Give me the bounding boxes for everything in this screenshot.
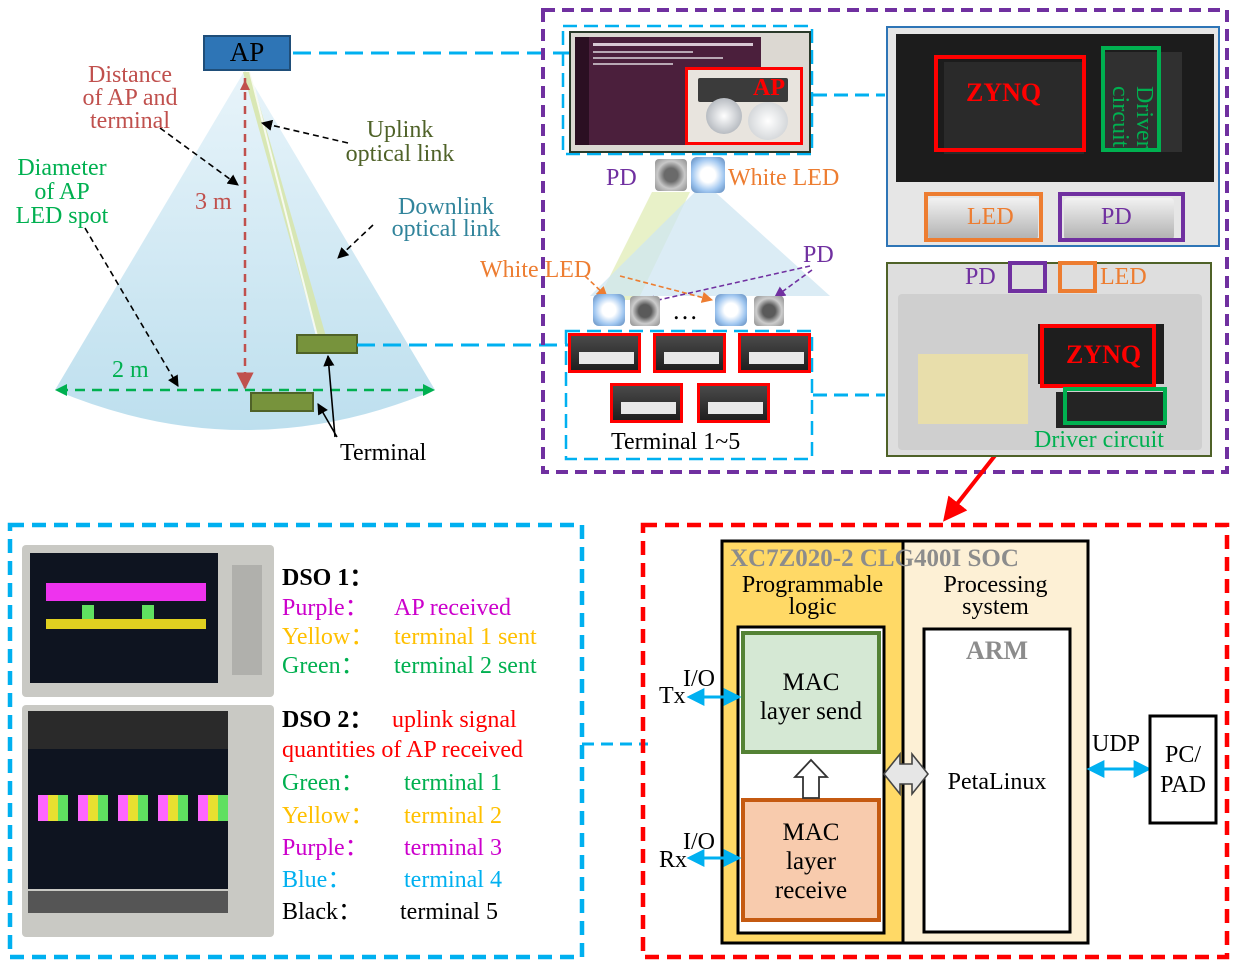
petalinux-label: PetaLinux: [947, 769, 1047, 795]
terminal-led-1: [593, 294, 625, 326]
zynq-label-2: ZYNQ: [1066, 340, 1142, 369]
dso1-row-3-name: Green：: [282, 653, 365, 679]
pd-label: PD: [606, 165, 637, 191]
mac-send-label: MAC layer send: [759, 669, 863, 725]
soc-frame: [640, 522, 1230, 960]
terminal-photo-4: [610, 383, 683, 423]
mac-receive-label: MAC layer receive: [774, 819, 848, 904]
white-led-label-2: White LED: [480, 257, 592, 283]
ps-label: Processing system: [943, 572, 1048, 620]
ap-label: AP: [229, 37, 265, 67]
soc-title: XC7Z020-2 CLG400I SOC: [730, 545, 1019, 572]
dso2-row-5-name: Black：: [282, 899, 362, 925]
dso2-desc-1: uplink signal: [392, 707, 517, 733]
pd-sensor: [655, 159, 687, 191]
driver-circuit-highlight: [1101, 46, 1161, 152]
terminal-photo-3: [738, 333, 811, 373]
driver-circuit-label-2: Driver circuit: [1034, 427, 1164, 453]
zynq-highlight-2: [1040, 324, 1156, 388]
dso1-row-3-desc: terminal 2 sent: [394, 653, 537, 679]
dso1-row-1-desc: AP received: [394, 595, 512, 621]
udp-label: UDP: [1092, 731, 1141, 757]
dso2-row-3-desc: terminal 3: [404, 835, 502, 861]
dso2-row-2-desc: terminal 2: [404, 803, 502, 829]
ap-box: [203, 35, 291, 71]
diameter-label: Diameter of AP LED spot: [15, 155, 109, 229]
terminal-upper: [296, 334, 358, 354]
terminal-pd-2: [754, 296, 784, 326]
ap-board-photo: [886, 26, 1220, 247]
white-led: [691, 157, 725, 193]
dso1-photo: [22, 545, 274, 697]
dso1-title: DSO 1：: [282, 565, 374, 591]
arm-label: ARM: [965, 636, 1029, 665]
dso-frame: [7, 522, 585, 960]
dso2-row-2-name: Yellow：: [282, 803, 375, 829]
pd-label-3: PD: [1101, 204, 1132, 230]
dso2-photo: [22, 705, 274, 937]
rx-label: Rx: [659, 847, 688, 873]
terminal-led-2: [715, 294, 747, 326]
terminal-label: Terminal: [340, 440, 427, 466]
distance-label: Distance of AP and terminal: [82, 62, 178, 134]
led-label-2: LED: [1100, 264, 1147, 290]
dso1-row-2-name: Yellow：: [282, 624, 375, 650]
pc-pad-label: PC/ PAD: [1160, 742, 1206, 798]
ap-photo-label: AP: [753, 75, 785, 101]
dso2-row-4-name: Blue：: [282, 867, 352, 893]
dso1-row-2-desc: terminal 1 sent: [394, 624, 537, 650]
ap-device-photo: [685, 67, 803, 145]
terminal-lower: [250, 392, 314, 412]
pd-highlight: [1058, 192, 1185, 242]
dso2-desc-2: quantities of AP received: [282, 737, 524, 763]
terminal-photo-2: [653, 333, 726, 373]
width-label: 2 m: [112, 357, 149, 383]
dso2-row-1-name: Green：: [282, 770, 365, 796]
height-label: 3 m: [195, 189, 232, 215]
zynq-highlight: [934, 55, 1086, 152]
terminal-photo-5: [697, 383, 770, 423]
pd-highlight-2: [1008, 261, 1047, 293]
tx-label: Tx: [659, 683, 686, 709]
terminals-label: Terminal 1~5: [611, 429, 741, 455]
pd-label-4: PD: [965, 264, 996, 290]
white-led-label: White LED: [728, 165, 840, 191]
downlink-label: Downlink optical link: [391, 194, 501, 242]
dso1-row-1-name: Purple：: [282, 595, 369, 621]
io-rx-label: I/O: [683, 829, 715, 855]
dso2-title: DSO 2：: [282, 707, 374, 733]
pl-label: Programmable logic: [741, 572, 884, 620]
dso2-row-4-desc: terminal 4: [404, 867, 502, 893]
uplink-label: Uplink optical link: [345, 117, 455, 167]
led-label: LED: [967, 204, 1014, 230]
io-tx-label: I/O: [683, 666, 715, 692]
terminal-photo-1: [568, 333, 641, 373]
terminal-pd-1: [630, 296, 660, 326]
dso2-row-5-desc: terminal 5: [400, 899, 498, 925]
hardware-frame: [541, 8, 1229, 474]
dso2-row-3-name: Purple：: [282, 835, 369, 861]
dso2-row-1-desc: terminal 1: [404, 770, 502, 796]
pd-label-2: PD: [803, 242, 834, 268]
led-highlight: [924, 192, 1043, 242]
driver-circuit-label: Driver circuit: [1107, 86, 1157, 149]
led-highlight-2: [1058, 261, 1097, 293]
ellipsis: …: [672, 296, 698, 325]
driver-circuit-highlight-2: [1063, 387, 1167, 425]
zynq-label: ZYNQ: [966, 78, 1042, 107]
